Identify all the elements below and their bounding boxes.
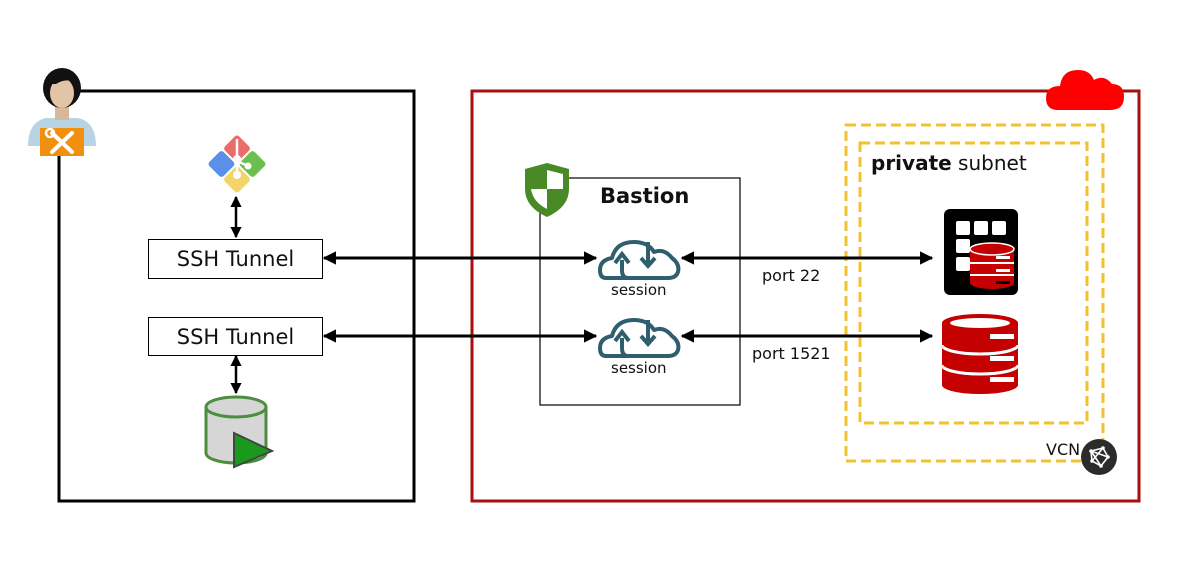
developer-user-icon: [26, 66, 98, 158]
sql-developer-icon: [202, 393, 276, 469]
session-cloud-icon[interactable]: [598, 236, 682, 282]
bastion-shield-icon: [521, 161, 573, 219]
session-1-label: session: [611, 281, 667, 299]
bastion-label: Bastion: [600, 184, 690, 208]
subnet-label-bold: private: [871, 151, 952, 175]
oracle-cloud-icon: [1044, 64, 1126, 112]
session-cloud-icon[interactable]: [598, 314, 682, 360]
vcn-label: VCN: [1044, 440, 1083, 459]
session-2-label: session: [611, 359, 667, 377]
port-22-label: port 22: [762, 266, 821, 285]
cloud-frame: [470, 89, 1141, 503]
subnet-label-rest: subnet: [951, 151, 1027, 175]
client-frame: [57, 89, 416, 503]
database-icon: [940, 313, 1020, 395]
port-1521-label: port 1521: [752, 344, 831, 363]
git-client-icon: [204, 131, 270, 197]
ssh-tunnel-1[interactable]: SSH Tunnel: [148, 239, 323, 279]
ssh-tunnel-2[interactable]: SSH Tunnel: [148, 317, 323, 356]
subnet-frame: [858, 141, 1089, 425]
bastion-frame: [539, 177, 741, 406]
subnet-label: private subnet: [871, 151, 1027, 175]
vcn-frame: [844, 123, 1105, 463]
vcn-icon: [1081, 439, 1117, 475]
autonomous-database-icon: [944, 209, 1018, 295]
